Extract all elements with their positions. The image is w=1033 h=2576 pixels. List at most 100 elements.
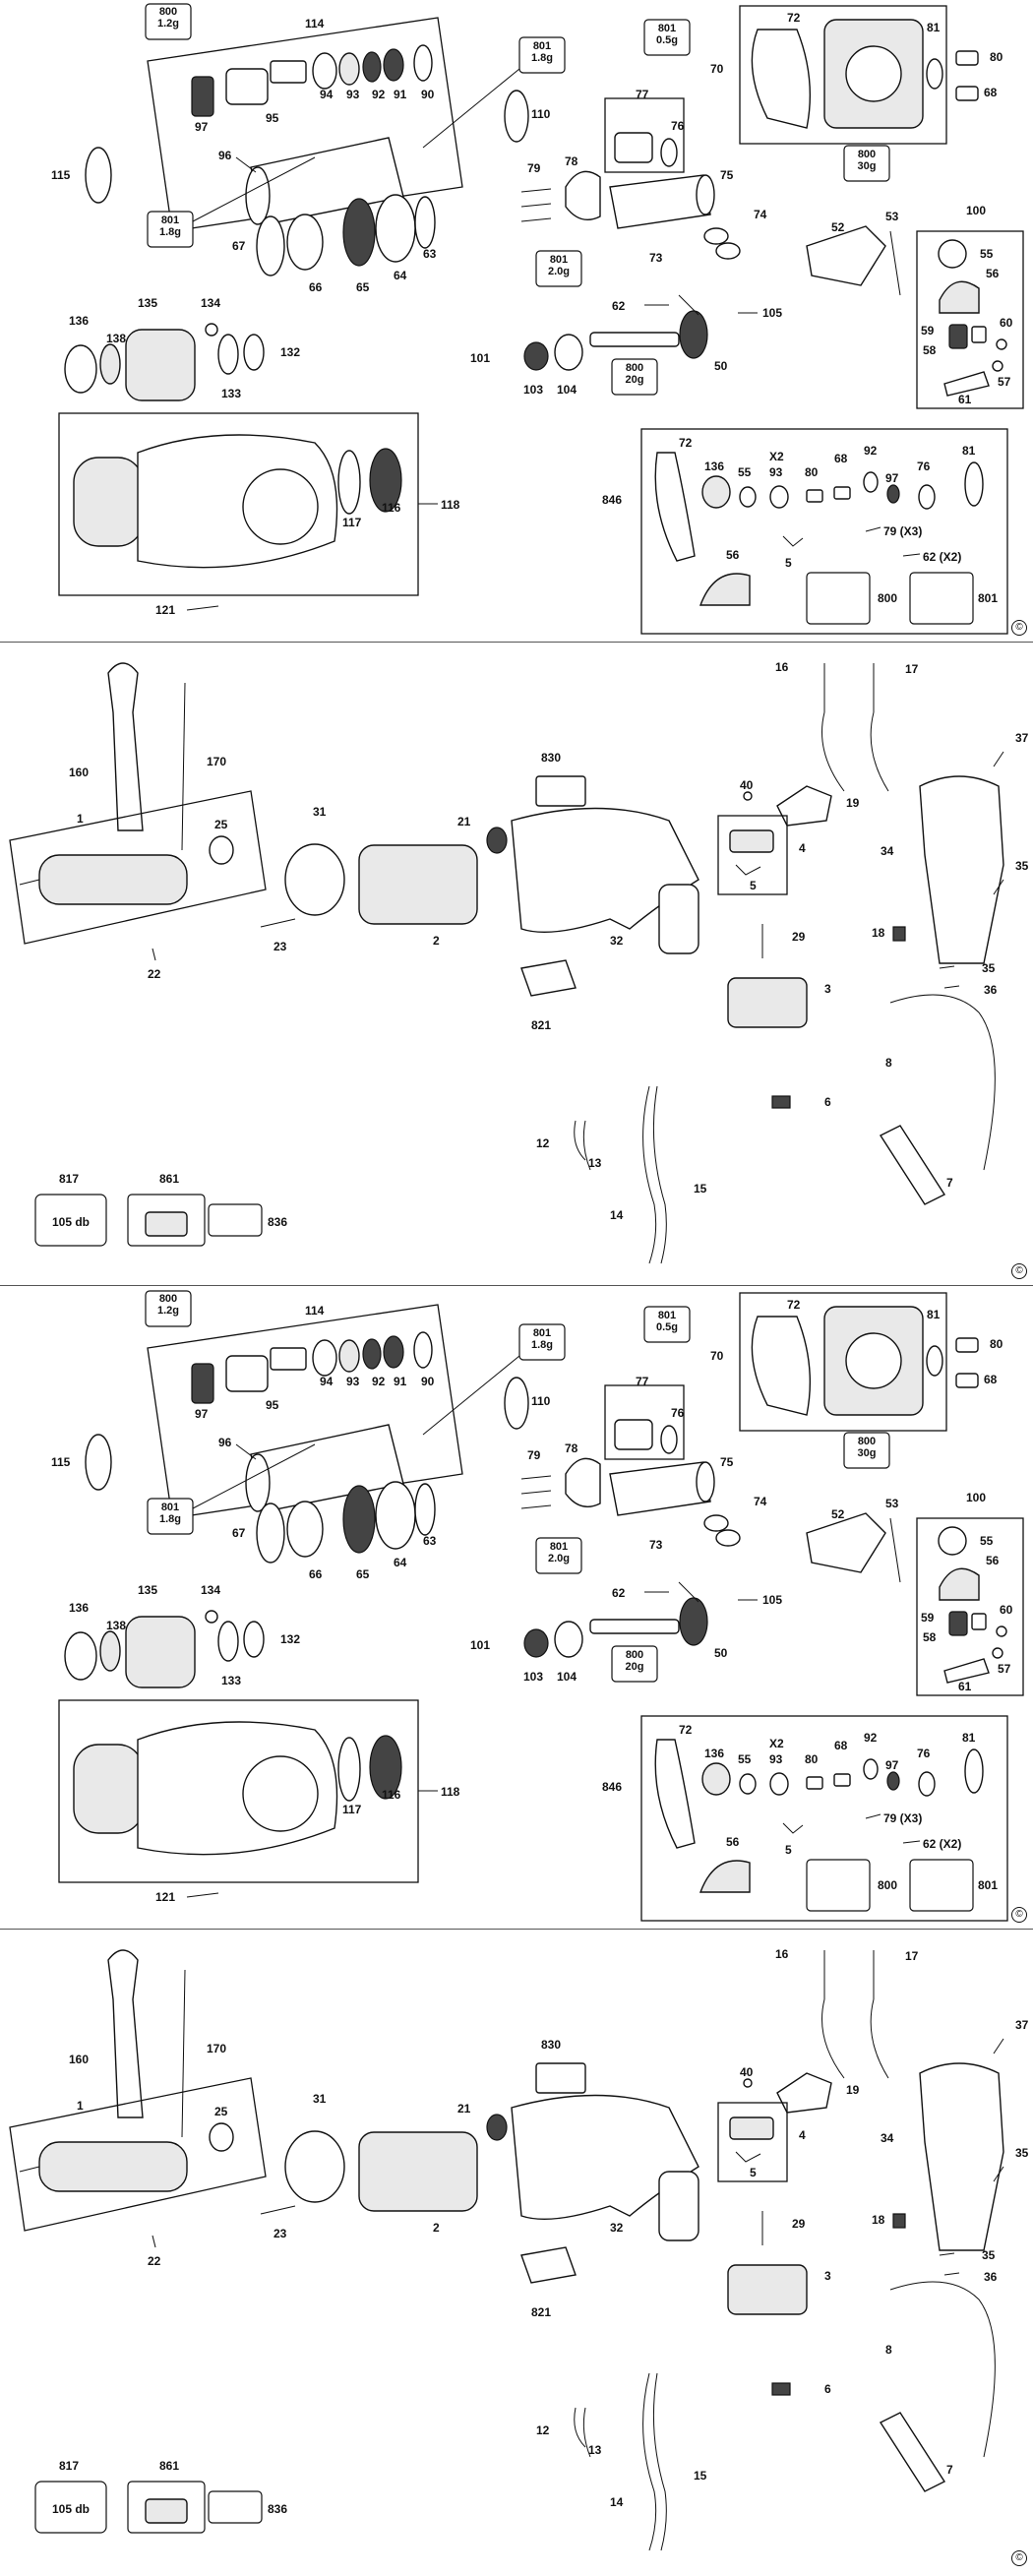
part-31-baffle [284, 843, 345, 916]
label-100: 100 [966, 204, 986, 217]
label-29: 29 [792, 930, 806, 944]
label-68: 68 [984, 86, 998, 99]
part-94 [312, 1339, 337, 1377]
label-800-b: 800 [858, 149, 876, 160]
part-18 [892, 2213, 906, 2229]
label-box-801-d [535, 1537, 582, 1574]
label-801-b-weight: 1.8g [159, 226, 181, 238]
label-56: 56 [986, 1554, 1000, 1567]
label-box-801-b [147, 1498, 194, 1535]
label-96: 96 [218, 1436, 232, 1449]
part-118-front [73, 457, 144, 547]
part-50-shaft [589, 1619, 680, 1634]
label-79: 79 [527, 1448, 541, 1462]
label-23: 23 [273, 2227, 287, 2240]
label-93: 93 [346, 88, 360, 101]
part-118-opening [242, 1755, 319, 1832]
label-65: 65 [356, 1567, 370, 1581]
copyright-mark: © [1011, 2550, 1027, 2566]
part-57 [992, 360, 1003, 372]
label-821: 821 [531, 2305, 551, 2319]
label-25: 25 [214, 2105, 228, 2118]
label-801-b: 801 [161, 1502, 179, 1513]
label-6: 6 [824, 1095, 831, 1109]
label-32: 32 [610, 2221, 624, 2235]
label-6: 6 [824, 2382, 831, 2396]
part-61 [943, 371, 990, 397]
part-136 [64, 344, 97, 394]
part-80 [955, 1337, 979, 1353]
label-58: 58 [923, 343, 937, 357]
label-17: 17 [905, 662, 919, 676]
kit-label-81: 81 [962, 1731, 976, 1745]
part-74a [703, 1514, 729, 1532]
part-138 [99, 1630, 121, 1672]
label-800-c: 800 [626, 1649, 643, 1661]
kit-label-80: 80 [805, 1752, 819, 1766]
part-74b [715, 242, 741, 260]
kit-box-800 [806, 572, 871, 625]
kit-label-801: 801 [978, 591, 998, 605]
part-135 [125, 329, 196, 401]
copyright-mark: © [1011, 1263, 1027, 1279]
label-117: 117 [342, 516, 362, 529]
kit-label-5: 5 [785, 1843, 792, 1857]
part-61 [943, 1658, 990, 1684]
kit-label-56: 56 [726, 1835, 740, 1849]
label-66: 66 [309, 1567, 323, 1581]
label-105: 105 [762, 1593, 782, 1607]
label-134: 134 [201, 296, 220, 310]
label-57: 57 [998, 375, 1011, 389]
part-74b [715, 1529, 741, 1547]
label-81: 81 [927, 21, 941, 34]
part-52 [806, 1512, 886, 1573]
kit-label-79-x3: 79 (X3) [883, 1811, 922, 1825]
label-100: 100 [966, 1491, 986, 1504]
label-836: 836 [268, 1215, 287, 1229]
label-60: 60 [1000, 1603, 1013, 1617]
kit-label-68: 68 [834, 1739, 848, 1752]
label-861: 861 [159, 2459, 179, 2473]
label-95: 95 [266, 111, 279, 125]
part-97 [191, 76, 214, 117]
label-19: 19 [846, 796, 860, 810]
label-18: 18 [872, 926, 885, 940]
part-116 [369, 448, 402, 513]
label-92: 92 [372, 88, 386, 101]
label-box-801-a [518, 1323, 566, 1361]
label-22: 22 [148, 967, 161, 981]
kit-box-801 [909, 1859, 974, 1912]
label-800-weight: 1.2g [157, 1305, 179, 1317]
box-1 [9, 2077, 267, 2232]
label-132: 132 [280, 1632, 300, 1646]
label-160: 160 [69, 2053, 89, 2066]
label-box-800-c [611, 358, 658, 396]
label-77: 77 [636, 88, 649, 101]
part-118-opening [242, 468, 319, 545]
label-13: 13 [588, 2443, 602, 2457]
part-50-gear [679, 310, 708, 359]
part-6 [771, 2382, 791, 2396]
label-8: 8 [885, 1056, 892, 1070]
part-75-end [696, 1461, 715, 1503]
kit-label-79-x3: 79 (X3) [883, 524, 922, 538]
label-62: 62 [612, 1586, 626, 1600]
kit-part-81 [964, 461, 984, 507]
label-135: 135 [138, 296, 157, 310]
part-65-gear [342, 198, 376, 267]
part-60 [996, 338, 1007, 350]
label-132: 132 [280, 345, 300, 359]
part-34-handle-shell [919, 775, 1004, 964]
label-801-b: 801 [161, 215, 179, 226]
part-93 [338, 1339, 360, 1373]
kit-label-97: 97 [885, 471, 899, 485]
label-63: 63 [423, 247, 437, 261]
label-60: 60 [1000, 316, 1013, 330]
label-67: 67 [232, 1526, 246, 1540]
label-133: 133 [221, 1674, 241, 1687]
label-801-d: 801 [550, 254, 568, 266]
label-76: 76 [671, 119, 685, 133]
kit-part-92 [863, 1758, 879, 1780]
label-23: 23 [273, 940, 287, 953]
part-67 [256, 215, 285, 276]
